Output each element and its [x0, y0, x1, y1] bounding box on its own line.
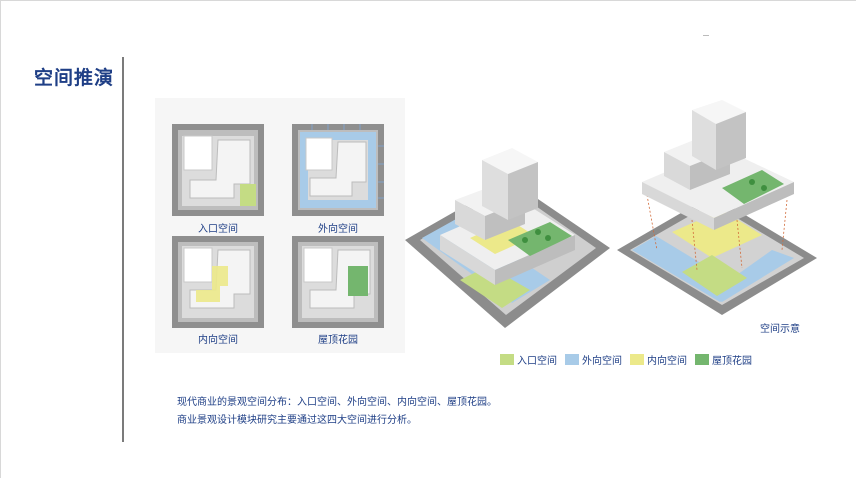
page-title: 空间推演	[34, 67, 115, 89]
plan-tile-outward	[292, 124, 384, 216]
legend-swatch-inward	[630, 354, 644, 365]
tile-label-entrance: 入口空间	[198, 224, 238, 235]
tile-label-outward: 外向空间	[318, 224, 358, 235]
tile-label-roof-garden: 屋顶花园	[318, 335, 358, 346]
legend-swatch-entrance	[500, 354, 514, 365]
legend-label-outward: 外向空间	[582, 356, 622, 367]
legend-swatch-roof-garden	[695, 354, 709, 365]
legend-item-entrance: 入口空间	[500, 352, 557, 367]
legend: 入口空间 外向空间 内向空间 屋顶花园	[500, 352, 760, 367]
legend-swatch-outward	[565, 354, 579, 365]
plan-tile-inward	[172, 236, 264, 328]
diagram-caption: 空间示意	[760, 324, 800, 335]
legend-item-roof-garden: 屋顶花园	[695, 352, 752, 367]
legend-label-roof-garden: 屋顶花园	[712, 356, 752, 367]
legend-label-entrance: 入口空间	[517, 356, 557, 367]
legend-item-outward: 外向空间	[565, 352, 622, 367]
plan-tile-roof-garden	[292, 236, 384, 328]
vertical-divider	[122, 57, 124, 442]
plan-tile-entrance	[172, 124, 264, 216]
description-line-2: 商业景观设计模块研究主要通过这四大空间进行分析。	[177, 415, 417, 426]
page-left-border	[0, 0, 1, 478]
corner-mark	[703, 35, 709, 36]
exploded-space-diagram	[617, 100, 817, 315]
page-top-border	[0, 0, 856, 1]
legend-label-inward: 内向空间	[647, 356, 687, 367]
description-line-1: 现代商业的景观空间分布：入口空间、外向空间、内向空间、屋顶花园。	[177, 397, 497, 408]
tile-label-inward: 内向空间	[198, 335, 238, 346]
legend-item-inward: 内向空间	[630, 352, 687, 367]
axonometric-building-diagram	[405, 148, 610, 328]
